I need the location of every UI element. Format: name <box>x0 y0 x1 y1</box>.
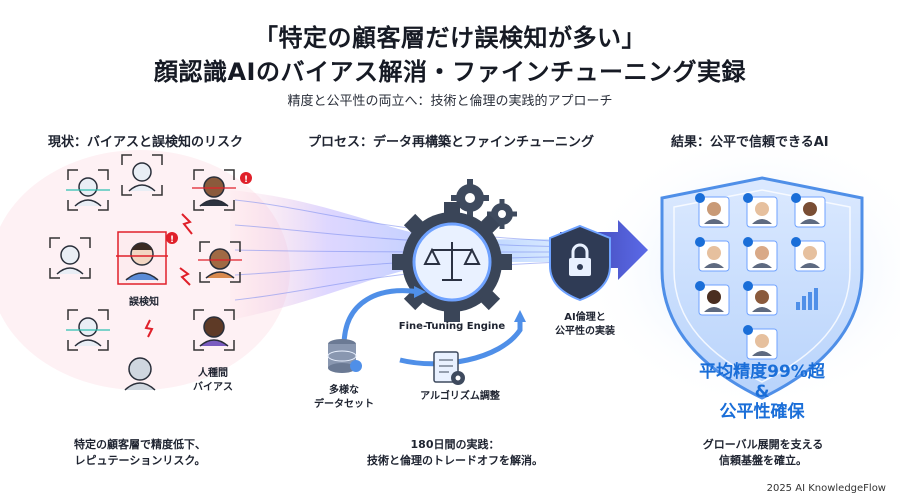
result-line-3: 公平性確保 <box>719 402 805 422</box>
scales-icon <box>423 242 481 281</box>
algorithm-label: アルゴリズム調整 <box>420 391 500 402</box>
avatar <box>746 328 778 360</box>
right-caption-line-1: グローバル展開を支える <box>702 438 824 451</box>
lightning-icon <box>179 267 191 286</box>
subtitle: 精度と公平性の両立へ：技術と倫理の実践的アプローチ <box>287 94 613 109</box>
avatar <box>698 240 730 272</box>
diagram-graphic: ! ! <box>0 150 900 410</box>
face-frame-icon <box>121 154 163 196</box>
left-section-heading: 現状：バイアスと誤検知のリスク <box>48 135 244 150</box>
middle-caption-line-2: 技術と倫理のトレードオフを解消。 <box>367 454 543 467</box>
bias-label-line-2: バイアス <box>193 382 233 393</box>
right-section-heading: 結果：公平で信頼できるAI <box>671 135 829 150</box>
lock-icon <box>569 243 591 276</box>
left-caption-line-2: レピュテーションリスク。 <box>74 454 206 467</box>
ethics-label-line-2: 公平性の実装 <box>555 326 615 337</box>
lightning-icon <box>144 319 154 338</box>
avatar <box>746 240 778 272</box>
flow-lines <box>234 199 621 301</box>
alert-icon: ! <box>166 232 178 245</box>
lock-shield-icon <box>549 224 611 302</box>
title-line-1: 「特定の顧客層だけ誤検知が多い」 <box>254 24 646 52</box>
face-frame-icon <box>66 169 110 211</box>
face-frame-icon <box>116 231 168 285</box>
avatar <box>746 196 778 228</box>
dataset-label-line-2: データセット <box>314 399 374 410</box>
result-line-1: 平均精度99%超 <box>699 362 825 382</box>
avatar <box>794 240 826 272</box>
middle-section-heading: プロセス：データ再構築とファインチューニング <box>308 135 595 150</box>
checkmark-icon <box>695 193 801 335</box>
bar-chart-icon <box>796 288 818 310</box>
engine-gear-icon <box>392 202 512 322</box>
document-gear-icon <box>433 351 465 385</box>
engine-label: Fine-Tuning Engine <box>398 321 506 332</box>
face-cluster: ! ! <box>49 154 252 391</box>
avatar <box>698 284 730 316</box>
lightning-icon <box>181 213 193 235</box>
gear-icon <box>451 179 489 217</box>
face-frame-icon <box>198 241 242 283</box>
face-frame-icon <box>193 309 235 351</box>
face-grid <box>695 193 826 360</box>
footer-credit: 2025 AI KnowledgeFlow <box>766 483 886 494</box>
result-line-2: & <box>754 382 770 402</box>
title-line-2: 顔認識AIのバイアス解消・ファインチューニング実録 <box>153 58 746 86</box>
face-frame-icon <box>192 169 236 211</box>
svg-text:!: ! <box>170 235 174 245</box>
gear-icon <box>487 199 517 229</box>
avatar <box>746 284 778 316</box>
face-frame-icon <box>124 357 156 391</box>
face-frame-icon <box>66 309 110 351</box>
dataset-label-line-1: 多様な <box>329 385 359 396</box>
alert-icon: ! <box>240 172 252 185</box>
ethics-label-line-1: AI倫理と <box>564 312 606 323</box>
svg-text:!: ! <box>244 175 248 185</box>
avatar <box>794 196 826 228</box>
left-caption-line-1: 特定の顧客層で精度低下、 <box>74 438 206 451</box>
middle-caption-line-1: 180日間の実践： <box>410 438 500 451</box>
face-frame-icon <box>49 237 91 279</box>
false-detect-label: 誤検知 <box>129 297 159 308</box>
bias-label-line-1: 人種間 <box>198 368 228 379</box>
avatar <box>698 196 730 228</box>
database-icon <box>327 339 362 373</box>
right-caption-line-2: 信頼基盤を確立。 <box>719 454 807 467</box>
